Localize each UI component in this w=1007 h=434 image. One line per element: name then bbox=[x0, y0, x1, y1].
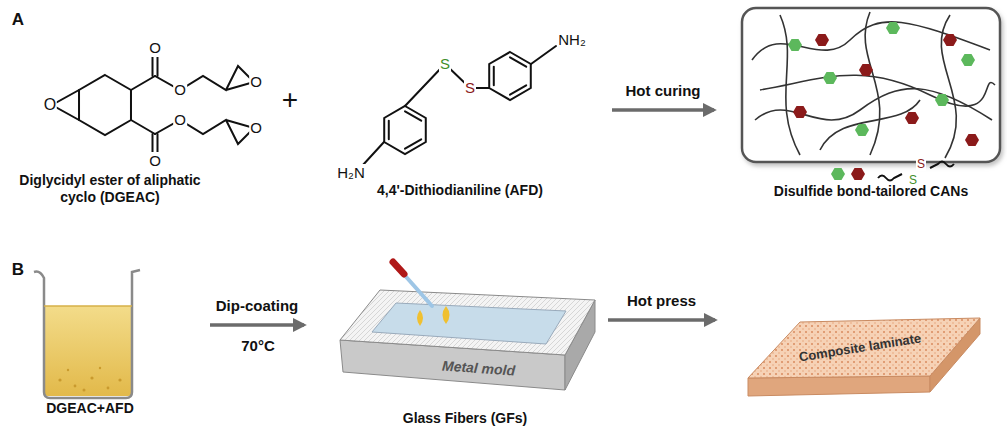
atom-label: O bbox=[148, 152, 162, 170]
aromatic-bond bbox=[510, 57, 526, 66]
crosslink-hexagon bbox=[851, 168, 865, 180]
arrow-label: Hot press bbox=[624, 292, 699, 310]
benzene-ring bbox=[384, 106, 426, 154]
arrow-label: Dip-coating bbox=[213, 297, 302, 315]
temperature-label: 70°C bbox=[240, 337, 276, 355]
metal-mold bbox=[340, 262, 595, 390]
network-box: Disulfide bond-tailored CANs bbox=[742, 8, 1000, 162]
network-box-outline bbox=[742, 8, 1000, 162]
node-label: Metal mold bbox=[442, 357, 516, 379]
crosslink-hexagon bbox=[905, 112, 919, 124]
atom-label: S bbox=[464, 79, 476, 97]
aromatic-bond bbox=[405, 111, 421, 120]
process-arrow bbox=[608, 318, 715, 322]
atom-label: O bbox=[249, 73, 263, 91]
process-arrow bbox=[210, 323, 304, 327]
aromatic-bond bbox=[510, 85, 526, 94]
node-label: Disulfide bond-tailored CANs bbox=[732, 183, 1007, 200]
crosslink-hexagon bbox=[788, 39, 802, 51]
composite-laminate bbox=[748, 318, 980, 396]
panel-letter: B bbox=[11, 260, 25, 280]
crosslink-hexagon bbox=[886, 22, 900, 34]
cyclohexane-ring bbox=[79, 75, 131, 135]
node-label: 4,4'-Dithiodianiline (AFD) bbox=[340, 182, 580, 199]
aromatic-bond bbox=[493, 67, 495, 86]
crosslink-hexagon bbox=[965, 134, 979, 146]
crosslink-hexagon bbox=[793, 106, 807, 118]
atom-label: O bbox=[173, 81, 187, 99]
crosslink-hexagon bbox=[961, 54, 975, 66]
aromatic-bond bbox=[405, 139, 421, 148]
plus-sign: + bbox=[281, 83, 299, 117]
afd-structure bbox=[362, 46, 556, 166]
atom-label: S bbox=[916, 157, 926, 171]
crosslink-hexagon bbox=[823, 72, 837, 84]
node-label: Diglycidyl ester of aliphatic cyclo (DGE… bbox=[15, 172, 205, 206]
aromatic-bond bbox=[388, 121, 390, 140]
atom-label: O bbox=[43, 95, 57, 114]
atom-label: O bbox=[249, 119, 263, 137]
beaker bbox=[34, 270, 140, 398]
crosslink-hexagon bbox=[859, 64, 873, 76]
process-arrow bbox=[612, 108, 714, 112]
atom-label: NH₂ bbox=[557, 31, 587, 49]
node-label: DGEAC+AFD bbox=[10, 400, 170, 417]
arrow-label: Hot curing bbox=[623, 82, 704, 100]
crosslink-hexagon bbox=[943, 34, 957, 46]
atom-label: H₂N bbox=[336, 164, 366, 182]
atom-label: S bbox=[908, 173, 918, 187]
mold-node: Metal moldGlass Fibers (GFs) bbox=[330, 262, 600, 428]
polymer-network bbox=[752, 12, 995, 158]
crosslink-hexagon bbox=[855, 124, 869, 136]
dgeac-structure bbox=[52, 52, 254, 158]
node-label: Composite laminate bbox=[760, 324, 960, 371]
beaker-node: DGEAC+AFD bbox=[30, 262, 150, 414]
crosslink-hexagon bbox=[815, 34, 829, 46]
node-label: Glass Fibers (GFs) bbox=[330, 410, 600, 427]
crosslink-hexagons bbox=[788, 22, 979, 180]
benzene-ring bbox=[489, 52, 531, 100]
atom-label: O bbox=[148, 39, 162, 57]
atom-label: O bbox=[173, 111, 187, 129]
monomer-structure: 4,4'-Dithiodianiline (AFD) bbox=[340, 20, 580, 208]
crosslink-hexagon bbox=[831, 168, 845, 180]
crosslink-hexagon bbox=[935, 94, 949, 106]
laminate-node: Composite laminate bbox=[740, 290, 990, 410]
atom-label: S bbox=[439, 55, 451, 73]
panel-letter: A bbox=[11, 10, 25, 30]
